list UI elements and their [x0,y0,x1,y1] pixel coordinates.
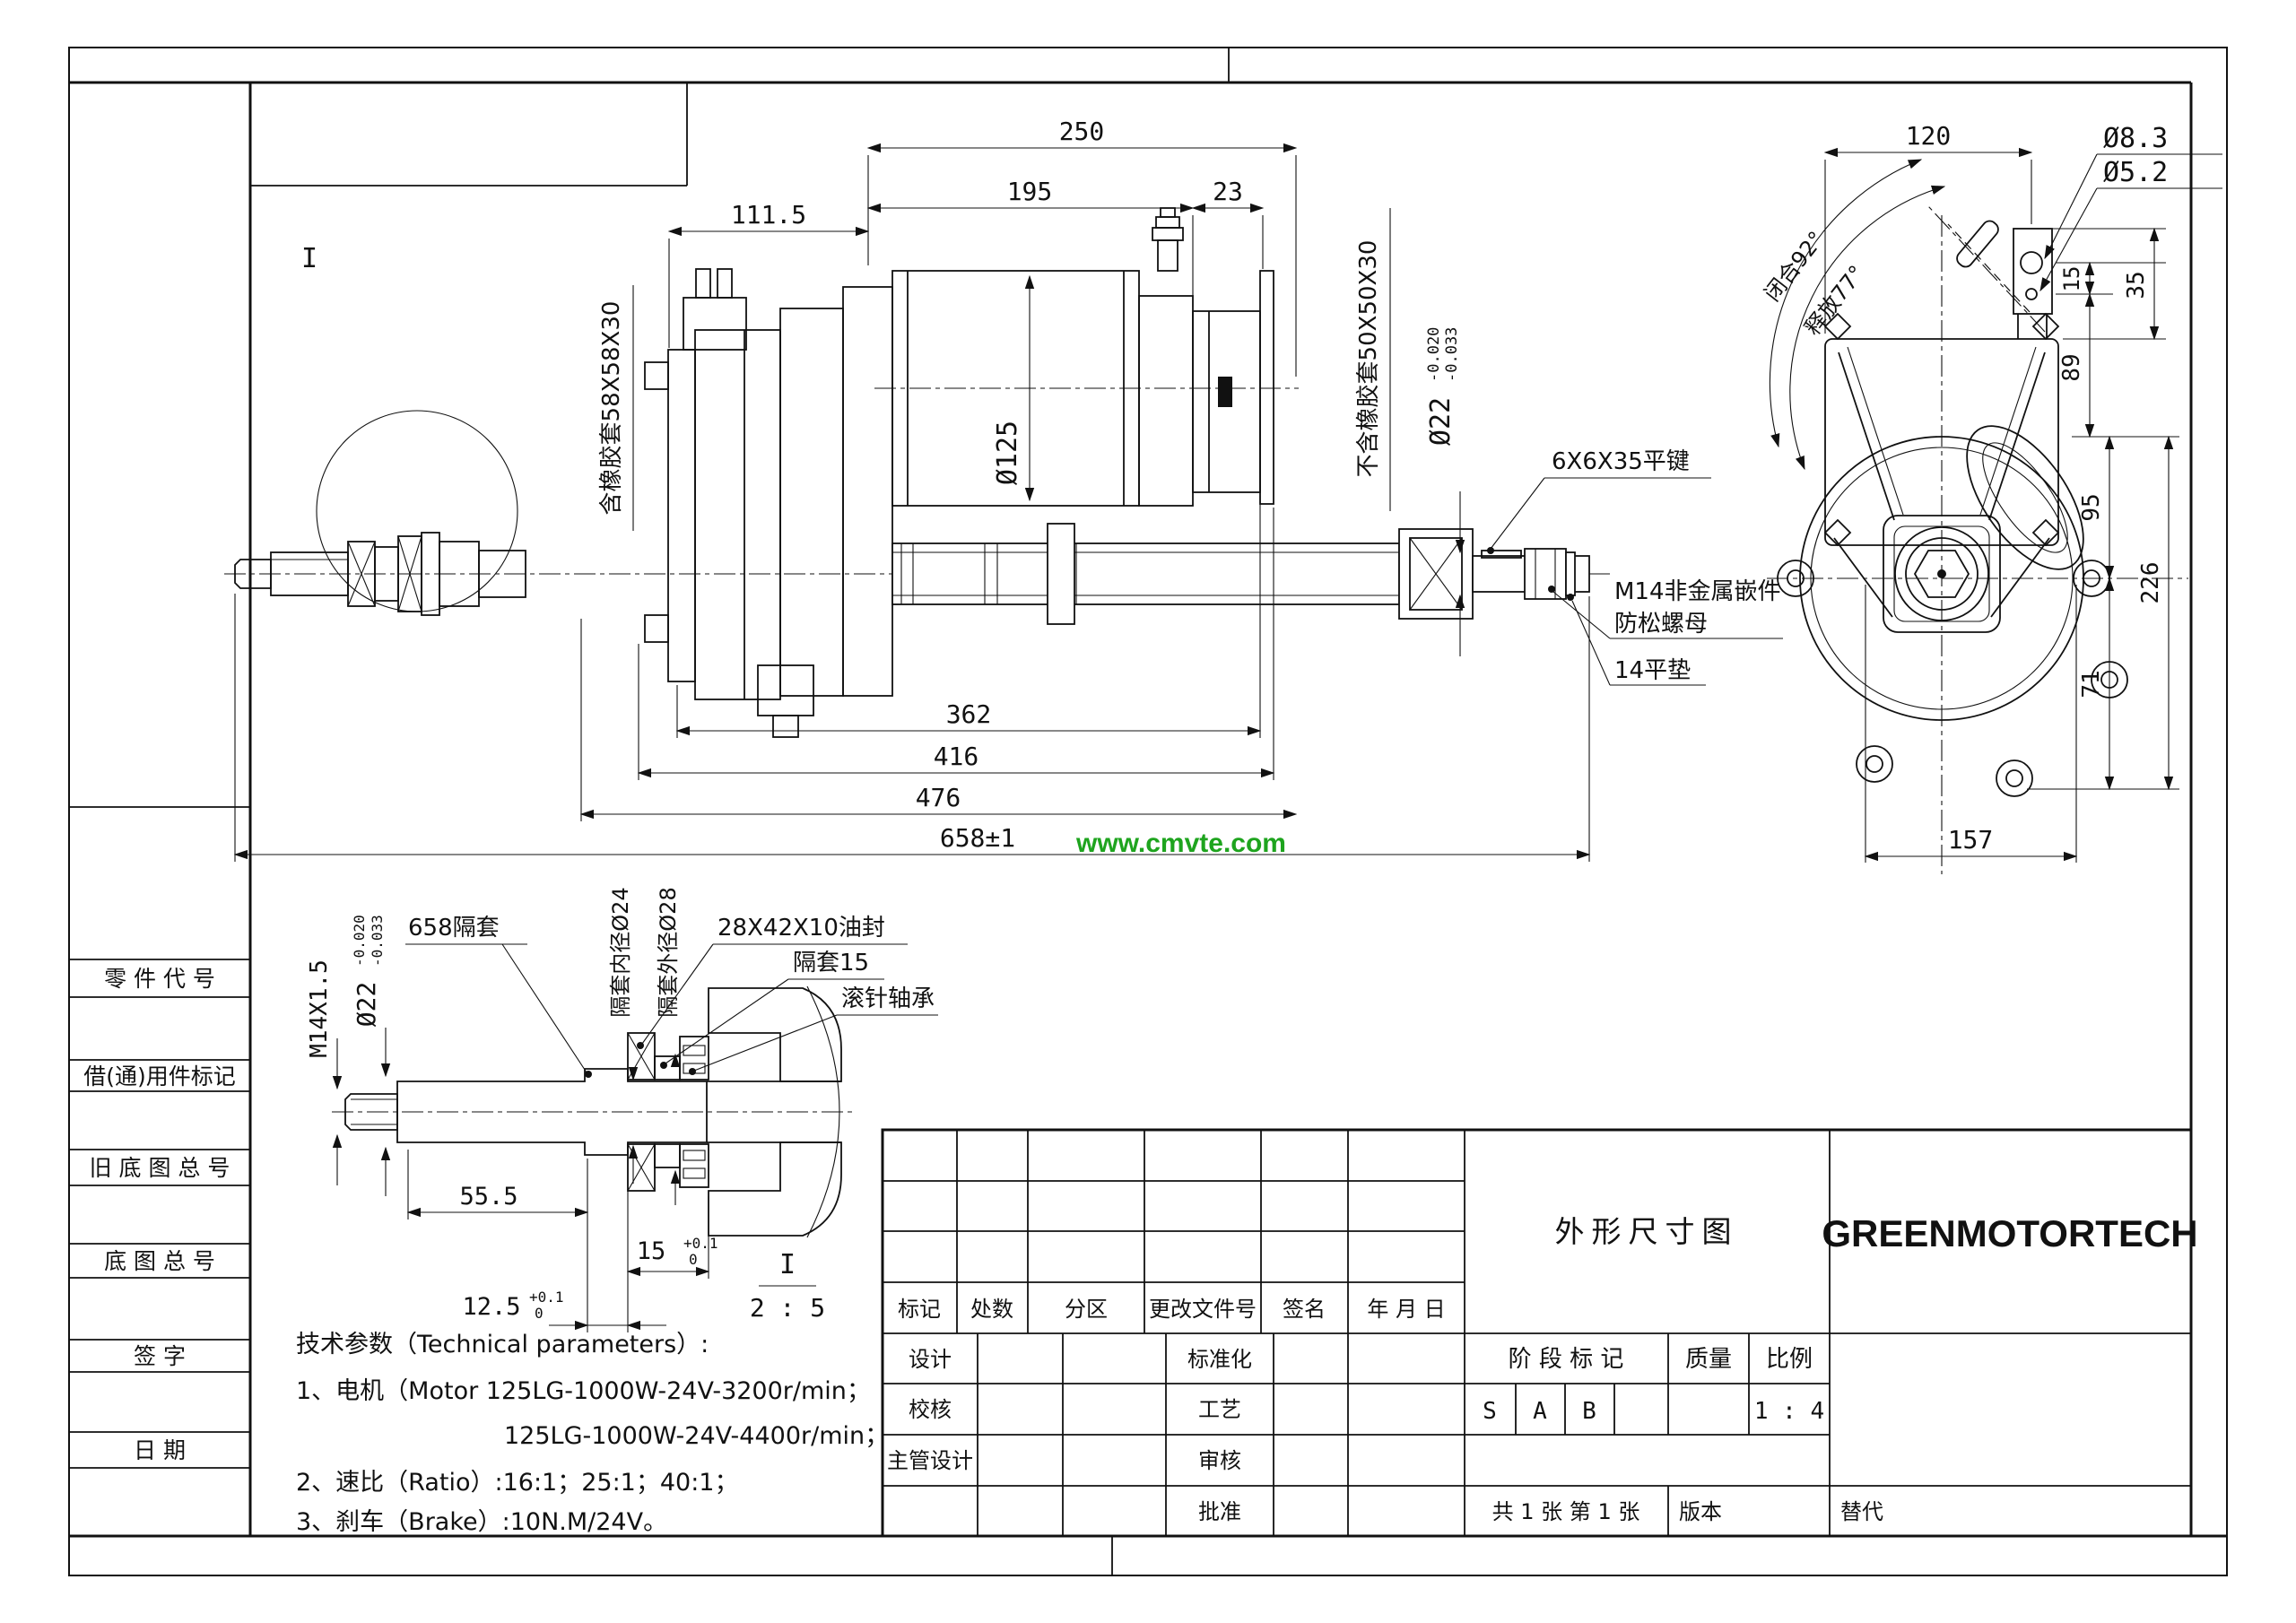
detail-title-mark: I [779,1249,796,1280]
margin-label-signature: 签 字 [134,1343,186,1369]
role-audit: 审核 [1198,1448,1241,1473]
label-oil-seal: 28X42X10油封 [718,915,885,942]
tech-params-line4: 3、刹车（Brake）:10N.M/24V。 [296,1508,667,1536]
rev-col-mark: 标记 [898,1297,941,1322]
scale-label: 比例 [1766,1346,1813,1373]
tech-params-line2: 125LG-1000W-24V-4400r/min； [504,1422,889,1450]
label-spacer-inner-dia: 隔套内径Ø24 [608,887,633,1017]
dim-12-5-tol-zero: 0 [535,1305,544,1322]
stage-mark-label: 阶 段 标 记 [1509,1346,1624,1373]
stage-mark-b: B [1582,1398,1596,1425]
version-label: 版本 [1679,1499,1722,1524]
dim-35: 35 [2123,271,2150,299]
margin-label-borrowed: 借(通)用件标记 [83,1063,236,1089]
dim-111-5: 111.5 [731,200,806,230]
rev-col-date: 年 月 日 [1367,1297,1445,1322]
company-name: GREENMOTORTECH [1822,1212,2197,1254]
main-view-dimensions: 250 195 23 111.5 含橡胶套58X58X30 不含橡胶套50X50… [233,117,1783,862]
tech-params-title: 技术参数（Technical parameters）: [296,1331,709,1358]
margin-label-old-drawing-no: 旧 底 图 总 号 [90,1155,230,1181]
dim-15-front: 15 [2059,266,2084,292]
dim-658: 658±1 [940,823,1015,853]
stage-mark-s: S [1483,1398,1497,1425]
rev-col-zone: 分区 [1065,1297,1108,1322]
dim-12-5: 12.5 [462,1293,520,1321]
dim-195: 195 [1007,177,1053,206]
dim-dia22-detail: Ø22 [352,982,381,1028]
dia22-tol-lower-detail: -0.033 [369,915,386,967]
mass-label: 质量 [1685,1346,1732,1373]
dim-120: 120 [1906,121,1952,151]
drawing-title: 外形尺寸图 [1555,1214,1739,1249]
dim-55-5: 55.5 [459,1183,517,1211]
margin-label-part-code: 零 件 代 号 [104,966,215,992]
margin-label-date: 日 期 [134,1437,186,1463]
dim-362: 362 [946,699,992,729]
label-needle-bearing: 滚针轴承 [841,985,935,1012]
dim-15-tol-plus: +0.1 [683,1235,718,1252]
label-flat-washer: 14平垫 [1614,657,1691,684]
dim-416: 416 [934,742,979,771]
label-without-rubber-sleeve: 不含橡胶套50X50X30 [1355,240,1382,478]
title-block: 标记 处数 分区 更改文件号 签名 年 月 日 设计 校核 主管设计 标准化 工… [881,1128,2198,1538]
sheet-info: 共 1 张 第 1 张 [1492,1499,1640,1524]
role-chief-design: 主管设计 [887,1448,973,1473]
main-side-view: I [224,207,1614,738]
dim-dia22-main: Ø22 [1425,397,1457,446]
dia22-tol-lower-main: -0.033 [1443,327,1461,382]
dia22-tol-upper-main: -0.020 [1425,327,1443,382]
replace-label: 替代 [1840,1499,1883,1524]
dim-23: 23 [1213,177,1243,206]
dim-dia5-2: Ø5.2 [2103,157,2168,188]
label-spacer-15: 隔套15 [793,950,869,976]
tech-params-line3: 2、速比（Ratio）:16:1；25:1；40:1； [296,1469,739,1497]
dim-157: 157 [1948,825,1994,855]
rev-col-count: 处数 [970,1297,1013,1322]
dim-15-detail: 15 [637,1237,666,1265]
rev-col-doc-no: 更改文件号 [1149,1297,1257,1322]
dim-250: 250 [1059,117,1105,146]
label-locknut-line2: 防松螺母 [1614,611,1708,638]
dim-95: 95 [2078,493,2105,521]
dim-476: 476 [916,783,961,812]
label-locknut-line1: M14非金属嵌件 [1614,578,1781,605]
scale-value: 1 : 4 [1754,1398,1824,1425]
detail-section-view [332,985,852,1238]
watermark-url: www.cmvte.com [1075,829,1286,858]
stage-mark-a: A [1533,1398,1547,1425]
role-approve: 批准 [1198,1499,1241,1524]
dim-12-5-tol-plus: +0.1 [529,1289,564,1306]
dim-15-tol-zero: 0 [689,1251,698,1268]
rev-col-signature: 签名 [1283,1297,1326,1322]
detail-view-dimensions: 658隔套 28X42X10油封 隔套15 滚针轴承 M14X1.5 Ø22 -… [306,887,938,1332]
label-spacer-outer-dia: 隔套外径Ø28 [656,887,681,1017]
label-thread-m14: M14X1.5 [306,959,333,1058]
front-view: 闭合92° 释放77° [1760,159,2188,874]
dim-dia125: Ø125 [992,421,1023,485]
role-standardization: 标准化 [1187,1347,1252,1372]
label-spacer-658: 658隔套 [408,915,500,942]
dim-71: 71 [2078,670,2105,698]
tech-params-line1: 1、电机（Motor 125LG-1000W-24V-3200r/min； [296,1377,871,1405]
dim-226: 226 [2137,562,2164,604]
label-with-rubber-sleeve: 含橡胶套58X58X30 [598,301,625,516]
left-margin-blocks: 零 件 代 号 借(通)用件标记 旧 底 图 总 号 底 图 总 号 签 字 日… [70,806,250,1469]
detail-title-scale: 2 : 5 [750,1293,825,1323]
dim-89: 89 [2058,353,2085,381]
label-flat-key: 6X6X35平键 [1552,448,1690,475]
front-view-dimensions: 120 Ø8.3 Ø5.2 15 89 35 95 71 226 157 [1823,121,2222,863]
angle-closed-label: 闭合92° [1760,227,1830,307]
role-check: 校核 [909,1397,952,1422]
role-process: 工艺 [1198,1397,1241,1422]
dia22-tol-upper-detail: -0.020 [351,915,368,967]
detail-circle-mark: I [301,243,317,274]
role-design: 设计 [909,1347,952,1372]
margin-label-drawing-no: 底 图 总 号 [104,1248,215,1274]
technical-parameters: 技术参数（Technical parameters）: 1、电机（Motor 1… [296,1331,889,1536]
dim-dia8-3: Ø8.3 [2103,123,2168,154]
